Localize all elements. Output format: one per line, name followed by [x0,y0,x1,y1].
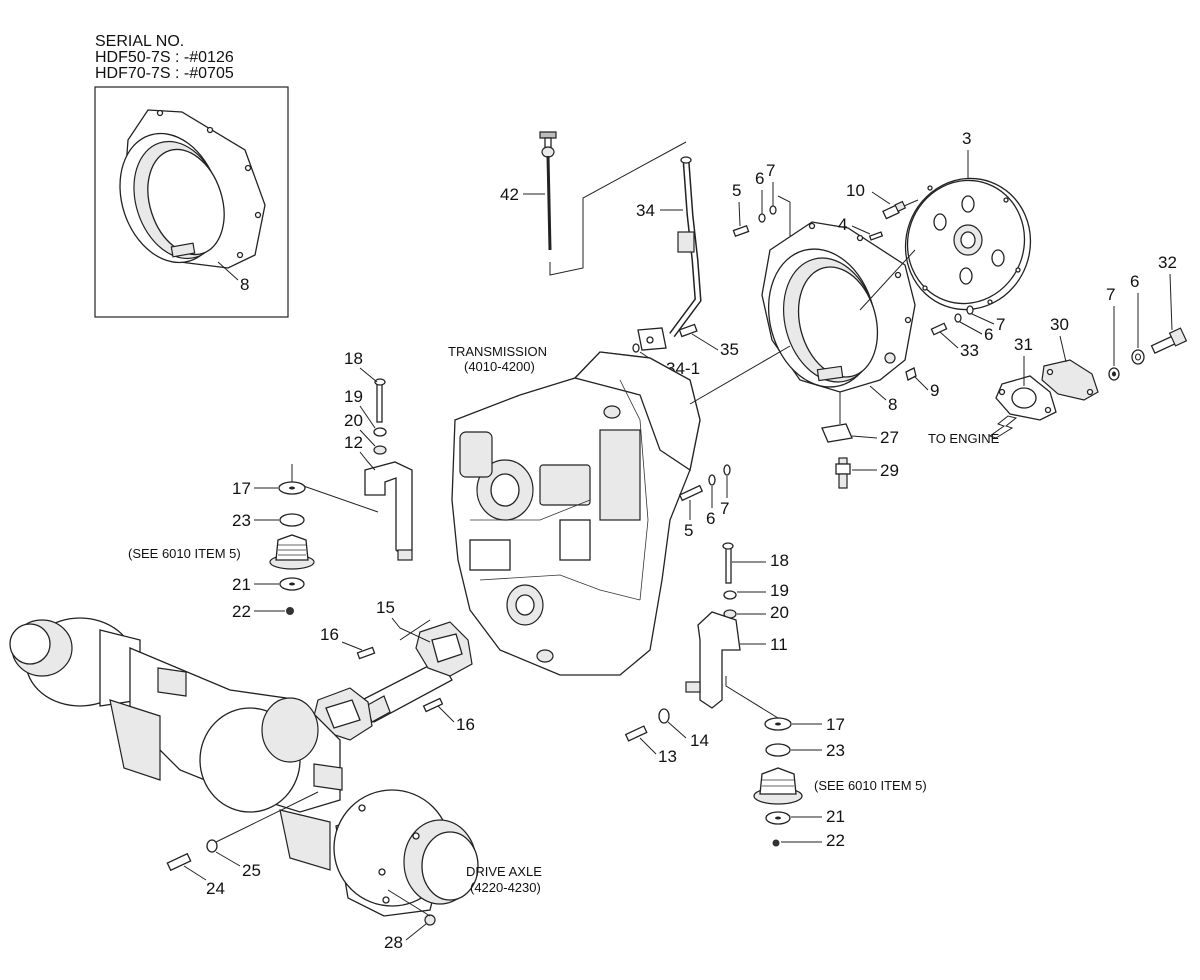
callout-10: 10 [846,181,865,200]
callout-16-top: 16 [320,625,339,644]
hardware-trans-right: 5 6 7 [678,464,731,540]
bolt-10: 10 [846,181,919,220]
callout-33: 33 [960,341,979,360]
callout-6-top: 6 [755,169,764,188]
callout-5-trans: 5 [684,521,693,540]
callout-19-right: 19 [770,581,789,600]
callout-5-top: 5 [732,181,741,200]
serial-inset: SERIAL NO. HDF50-7S : -#0126 HDF70-7S : … [94,33,289,318]
callout-24: 24 [206,879,225,898]
inset-flywheel-housing [119,109,266,269]
inset-frame [94,86,289,318]
plate-27: 27 [821,392,899,447]
callout-23-right: 23 [826,741,845,760]
callout-28: 28 [384,933,403,952]
to-engine-label: TO ENGINE [928,431,1000,446]
flywheel-housing: 8 9 [761,221,939,414]
to-engine-arrow: TO ENGINE [928,415,1018,446]
callout-25: 25 [242,861,261,880]
transmission: TRANSMISSION (4010-4200) [448,344,791,676]
drive-axle: DRIVE AXLE (4220-4230) [9,617,542,917]
callout-21-right: 21 [826,807,845,826]
callout-21-left: 21 [232,575,251,594]
drive-axle-range: (4220-4230) [470,880,541,895]
callout-6-trans: 6 [706,509,715,528]
callout-18-right: 18 [770,551,789,570]
callout-7-trans: 7 [720,499,729,518]
callout-23-left: 23 [232,511,251,530]
cover-30: 30 [1041,315,1099,401]
bolt-35 [678,323,698,338]
axle-hardware: 24 25 28 [166,791,436,952]
rubber-mount-right [753,767,803,805]
callout-20-left: 20 [344,411,363,430]
callout-27: 27 [880,428,899,447]
flex-plate: 3 [859,129,1032,311]
callout-4: 4 [838,215,847,234]
callout-22-left: 22 [232,602,251,621]
callout-16-bottom: 16 [456,715,475,734]
transmission-range: (4010-4200) [464,359,535,374]
gasket-31: 31 [995,335,1057,421]
transmission-title: TRANSMISSION [448,344,547,359]
right-mount: 18 19 20 11 14 13 17 23 (SEE 6010 ITEM 5… [624,542,927,850]
callout-13: 13 [658,747,677,766]
callout-17-right: 17 [826,715,845,734]
callout-7-right: 7 [1106,285,1115,304]
filler-tube-group: 34 35 34-1 [632,156,739,378]
dipstick-group: 42 [500,131,687,276]
serial-line-hdf70: HDF70-7S : -#0705 [95,65,234,82]
callout-6-mid: 6 [984,325,993,344]
see-6010-right: (SEE 6010 ITEM 5) [814,778,927,793]
plug-29: 29 [835,457,899,489]
serial-line-hdf50: HDF50-7S : -#0126 [95,49,234,66]
callout-34: 34 [636,201,655,220]
callout-22-right: 22 [826,831,845,850]
callout-15: 15 [376,598,395,617]
callout-19-left: 19 [344,387,363,406]
callout-6-right: 6 [1130,272,1139,291]
drive-axle-title: DRIVE AXLE [466,864,542,879]
callout-14: 14 [690,731,709,750]
callout-20-right: 20 [770,603,789,622]
bolt-32: 32 [1150,253,1188,354]
callout-11: 11 [770,635,788,654]
callout-42: 42 [500,185,519,204]
callout-18-left: 18 [344,349,363,368]
callout-35: 35 [720,340,739,359]
callout-3: 3 [962,129,971,148]
hardware-top: 5 6 7 [732,161,791,238]
callout-17-left: 17 [232,479,251,498]
washer-6-right: 6 [1130,272,1145,365]
pin-4: 4 [838,215,884,241]
washer-7-right: 7 [1106,285,1120,381]
hardware-33-group: 33 6 7 [930,305,1005,360]
callout-8-housing: 8 [888,395,897,414]
serial-title: SERIAL NO. [95,33,184,50]
see-6010-left: (SEE 6010 ITEM 5) [128,546,241,561]
callout-7-top: 7 [766,161,775,180]
callout-8-inset: 8 [240,275,249,294]
callout-29: 29 [880,461,899,480]
callout-12: 12 [344,433,363,452]
callout-31: 31 [1014,335,1033,354]
callout-32: 32 [1158,253,1177,272]
callout-9: 9 [930,381,939,400]
rubber-mount-left [269,534,315,570]
driveshaft: 15 16 16 [313,598,475,741]
left-mount: 18 19 20 12 17 23 (SEE 6010 ITEM 5) 21 2… [128,349,413,621]
callout-7-mid: 7 [996,315,1005,334]
callout-30: 30 [1050,315,1069,334]
